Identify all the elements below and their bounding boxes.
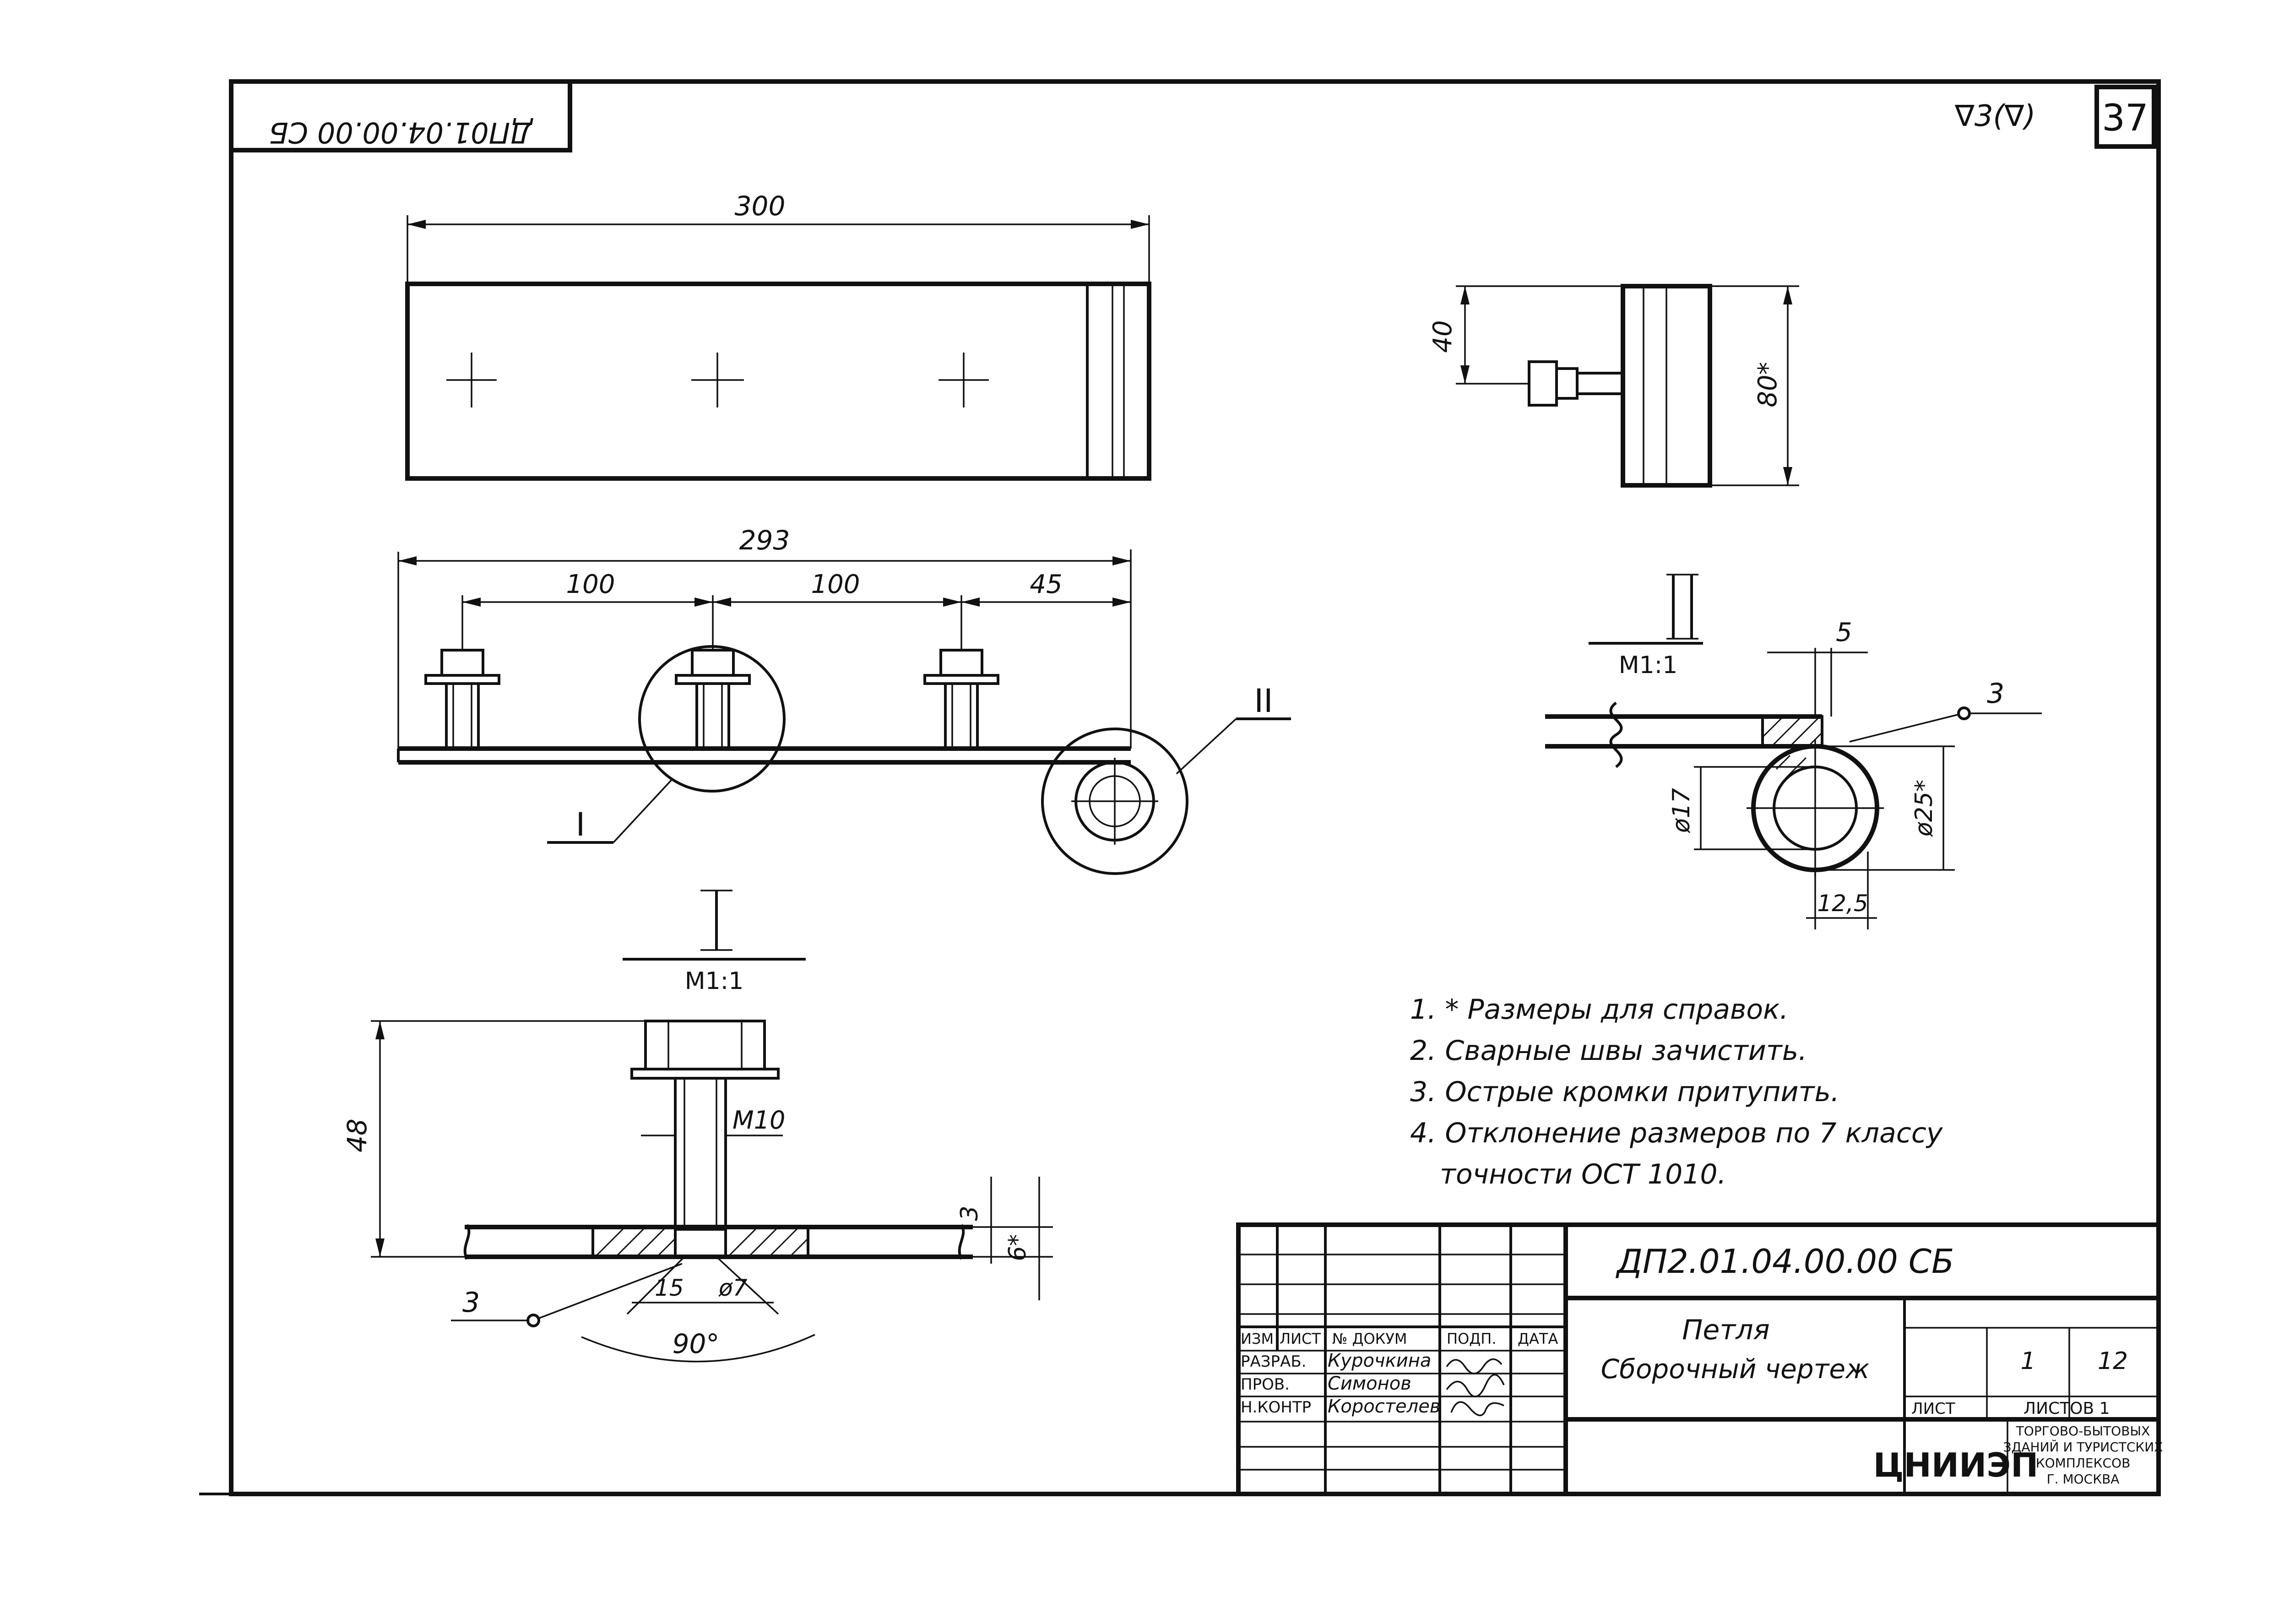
org-line-2: ЗДАНИЙ И ТУРИСТСКИХ <box>2003 1439 2163 1455</box>
dim-80: 80* <box>1753 362 1783 407</box>
code-stamp: ДП01.04.00.00 СБ <box>229 79 572 152</box>
detail-I-weld-mark: 3 <box>462 1287 480 1319</box>
label-list: ЛИСТ <box>1911 1400 1955 1418</box>
row-prov: ПРОВ. <box>1241 1375 1290 1394</box>
name-prov: Симонов <box>1328 1373 1411 1394</box>
detail-II-dim-d25: ø25* <box>1910 780 1938 837</box>
note-3: 3. Острые кромки притупить. <box>1410 1076 1839 1108</box>
dim-100-a: 100 <box>566 570 615 599</box>
row-nkontr: Н.КОНТР <box>1241 1398 1311 1417</box>
sheet-total: 12 <box>2098 1347 2128 1375</box>
title-block: ДП2.01.04.00.00 СБ Петля Сборочный черте… <box>1236 1222 2163 1496</box>
detail-I-roman: I <box>716 881 717 882</box>
row-razrab: РАЗРАБ. <box>1241 1352 1306 1371</box>
dim-293: 293 <box>739 525 790 556</box>
drawing-type: Сборочный чертеж <box>1601 1353 1870 1385</box>
technical-notes: 1. * Размеры для справок. 2. Сварные швы… <box>1410 994 1943 1190</box>
detail-II-roman: II <box>1682 565 1683 566</box>
center-mark <box>446 353 989 407</box>
code-stamp-text: ДП01.04.00.00 СБ <box>269 116 533 149</box>
hdr-data: ДАТА <box>1518 1330 1558 1347</box>
detail-I-thread: M10 <box>732 1106 785 1135</box>
weld-hatch <box>1762 716 1823 747</box>
front-view: I II 293 100 100 45 <box>397 525 1291 875</box>
org-line-4: Г. МОСКВА <box>2047 1472 2120 1487</box>
roughness-symbol: ∇3(∇) <box>1954 99 2035 133</box>
lit-value: 1 <box>2020 1347 2035 1375</box>
note-4-cont: точности ОСТ 1010. <box>1440 1158 1726 1190</box>
detail-II-scale: M1:1 <box>1619 652 1678 679</box>
detail-I: M1:1 90° <box>342 890 1053 1363</box>
detail-I-dim-90: 90° <box>673 1328 720 1359</box>
hdr-docum: № ДОКУМ <box>1332 1330 1407 1347</box>
detail-I-circle <box>638 645 786 793</box>
dim-45: 45 <box>1030 570 1062 599</box>
hdr-podp: ПОДП. <box>1447 1330 1496 1347</box>
designation: ДП2.01.04.00.00 СБ <box>1616 1242 1954 1281</box>
detail-II-dim-12-5: 12,5 <box>1817 890 1868 917</box>
note-1: 1. * Размеры для справок. <box>1410 994 1788 1026</box>
signature-prov <box>1446 1374 1505 1398</box>
label-listov: ЛИСТОВ 1 <box>2024 1399 2110 1418</box>
org-line-3: КОМПЛЕКСОВ <box>2036 1456 2131 1471</box>
side-view: 40 80* <box>1428 284 1799 488</box>
dim-100-b: 100 <box>811 570 860 599</box>
sheet-number: 37 <box>2102 97 2148 139</box>
detail-I-callout: I <box>576 806 586 843</box>
note-2: 2. Сварные швы зачистить. <box>1410 1035 1807 1067</box>
sheet-frame <box>199 79 2161 1496</box>
detail-I-dim-48: 48 <box>342 1119 373 1152</box>
detail-II-callout: II <box>1254 682 1273 720</box>
top-view: 300 <box>405 190 1151 481</box>
signature-razrab <box>1446 1358 1503 1374</box>
bolt <box>923 649 999 750</box>
detail-I-dim-15: 15 <box>655 1275 684 1301</box>
detail-II-dim-5: 5 <box>1836 618 1852 647</box>
org-logo: ЦНИИЭП <box>1873 1446 2039 1484</box>
name-razrab: Курочкина <box>1328 1350 1431 1371</box>
hdr-izm: ИЗМ <box>1241 1330 1274 1347</box>
org-line-1: ТОРГОВО-БЫТОВЫХ <box>2016 1423 2150 1439</box>
sheet-number-box: 37 <box>2094 85 2156 149</box>
detail-II-dim-d17: ø17 <box>1668 788 1695 833</box>
bolt <box>675 649 751 750</box>
dim-300: 300 <box>735 190 786 222</box>
signature-nkontr <box>1450 1401 1504 1416</box>
detail-I-scale: M1:1 <box>685 967 744 995</box>
part-name: Петля <box>1682 1314 1769 1346</box>
name-nkontr: Коростелев <box>1328 1396 1440 1417</box>
detail-II-weld-mark: 3 <box>1987 678 2004 710</box>
detail-I-dim-6: 6* <box>1004 1234 1031 1261</box>
hdr-list: ЛИСТ <box>1280 1330 1321 1347</box>
detail-II: M1:1 5 3 ø17 <box>1545 574 2042 929</box>
note-4: 4. Отклонение размеров по 7 классу <box>1410 1117 1943 1149</box>
dim-40: 40 <box>1428 320 1458 353</box>
bolt <box>424 649 500 750</box>
detail-I-dim-d7: ø7 <box>718 1275 748 1301</box>
weld-hatch <box>591 1226 809 1258</box>
detail-I-dim-3: 3 <box>956 1206 983 1221</box>
